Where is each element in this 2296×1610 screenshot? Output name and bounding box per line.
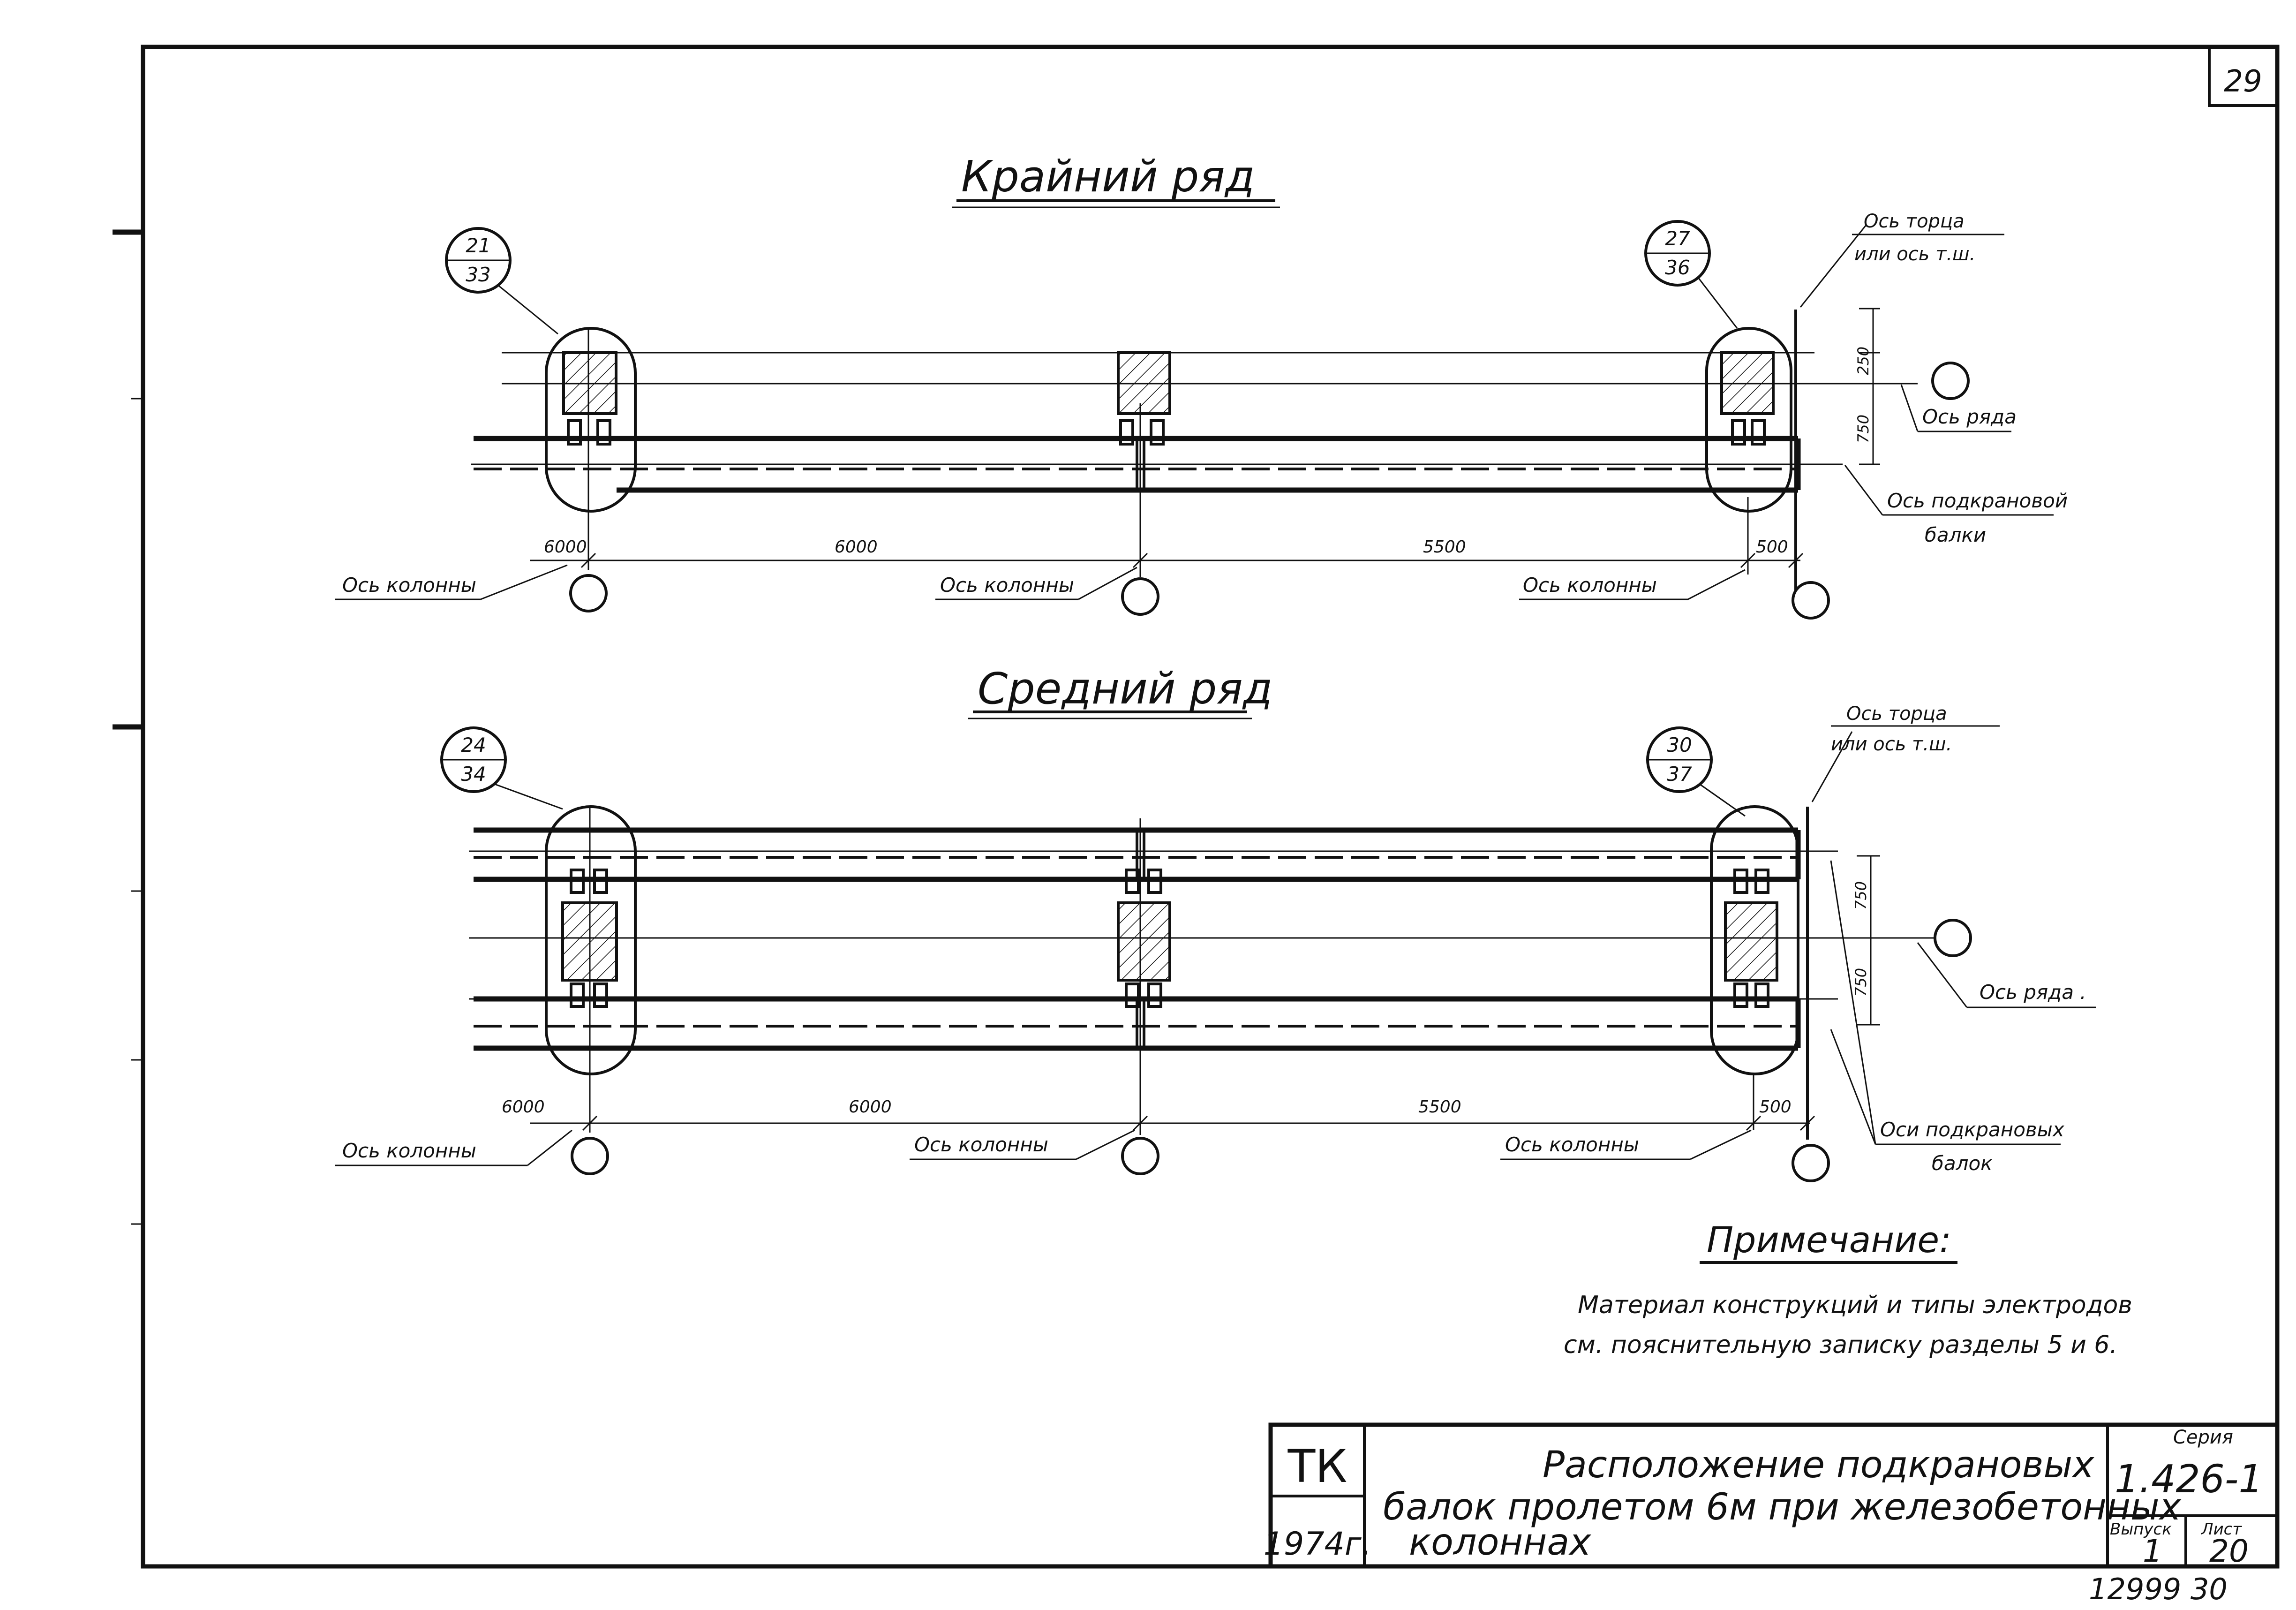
svg-text:Ось ряда: Ось ряда bbox=[1922, 405, 2017, 428]
label-end-axis: Ось торца или ось т.ш. bbox=[1852, 211, 2004, 265]
svg-text:балок: балок bbox=[1932, 1152, 1993, 1175]
label-row-axis: Ось ряда bbox=[1900, 384, 2017, 432]
middle-row-drawing: Средний ряд bbox=[335, 664, 2096, 1182]
svg-text:30: 30 bbox=[1667, 733, 1692, 756]
dim-6000: 6000 bbox=[849, 1097, 892, 1117]
series-value: 1.426-1 bbox=[2115, 1457, 2263, 1502]
svg-text:или ось т.ш.: или ось т.ш. bbox=[1854, 243, 1975, 265]
sheet-label: Лист bbox=[2200, 1520, 2242, 1539]
label-column-axis-2: Ось колонны bbox=[935, 567, 1137, 600]
dim-6000-left: 6000 bbox=[544, 537, 587, 557]
label-beam-axis: Ось подкрановой балки bbox=[1844, 465, 2068, 546]
callout-21-33: 21 33 bbox=[445, 227, 558, 335]
dim-500: 500 bbox=[1756, 537, 1788, 557]
svg-text:балки: балки bbox=[1925, 523, 1986, 546]
edge-row-drawing: Крайний ряд bbox=[335, 151, 2068, 620]
dim-750-top: 750 bbox=[1852, 881, 1870, 910]
svg-text:Ось колонны: Ось колонны bbox=[342, 1139, 476, 1162]
dim-5500: 5500 bbox=[1418, 1097, 1461, 1117]
label-column-axis-2: Ось колонны bbox=[910, 1129, 1135, 1160]
svg-text:34: 34 bbox=[461, 763, 486, 786]
note-line-2: см. пояснительную записку разделы 5 и 6. bbox=[1564, 1331, 2117, 1359]
year: 1974г. bbox=[1264, 1526, 1371, 1563]
svg-text:Ось ряда .: Ось ряда . bbox=[1980, 981, 2086, 1004]
label-column-axis-1: Ось колонны bbox=[335, 1129, 572, 1166]
middle-row-title: Средний ряд bbox=[978, 664, 1272, 714]
label-column-axis-3: Ось колонны bbox=[1519, 569, 1746, 600]
svg-text:27: 27 bbox=[1665, 227, 1690, 250]
svg-text:Ось колонны: Ось колонны bbox=[1523, 574, 1657, 597]
svg-text:37: 37 bbox=[1667, 763, 1692, 786]
edge-row-title: Крайний ряд bbox=[961, 151, 1255, 202]
dim-6000: 6000 bbox=[835, 537, 878, 557]
svg-text:Ось торца: Ось торца bbox=[1864, 211, 1965, 232]
svg-text:Ось колонны: Ось колонны bbox=[914, 1133, 1048, 1156]
org-code: ТК bbox=[1287, 1440, 1347, 1493]
label-column-axis-1: Ось колонны bbox=[335, 564, 568, 600]
note: Примечание: Материал конструкций и типы … bbox=[1564, 1219, 2132, 1359]
svg-text:Ось подкрановой: Ось подкрановой bbox=[1887, 489, 2068, 512]
label-column-axis-3: Ось колонны bbox=[1500, 1129, 1752, 1160]
page-number: 29 bbox=[2224, 64, 2262, 99]
svg-text:Ось торца: Ось торца bbox=[1846, 703, 1947, 725]
dim-5500: 5500 bbox=[1423, 537, 1466, 557]
dim-6000-left: 6000 bbox=[502, 1097, 545, 1117]
svg-text:Ось колонны: Ось колонны bbox=[940, 574, 1074, 597]
svg-text:Ось колонны: Ось колонны bbox=[1505, 1133, 1639, 1156]
title-line-2: балок пролетом 6м при железобетонных bbox=[1383, 1486, 2182, 1528]
drawing-frame bbox=[113, 45, 2280, 1569]
label-beam-axes: Оси подкрановых балок bbox=[1830, 860, 2065, 1175]
issue-value: 1 bbox=[2143, 1533, 2162, 1569]
label-row-axis: Ось ряда . bbox=[1917, 942, 2096, 1008]
dim-750-bottom: 750 bbox=[1852, 968, 1870, 997]
svg-text:21: 21 bbox=[466, 234, 490, 257]
svg-text:24: 24 bbox=[461, 733, 486, 756]
svg-text:или ось т.ш.: или ось т.ш. bbox=[1831, 733, 1952, 755]
bottom-code: 12999 30 bbox=[2089, 1572, 2228, 1606]
note-title: Примечание: bbox=[1707, 1219, 1951, 1261]
callout-27-36: 27 36 bbox=[1644, 220, 1738, 329]
issue-label: Выпуск bbox=[2110, 1520, 2172, 1539]
label-end-axis: Ось торца или ось т.ш. bbox=[1831, 703, 2000, 755]
title-line-3: колоннах bbox=[1409, 1521, 1591, 1564]
dim-750: 750 bbox=[1854, 415, 1872, 443]
title-line-1: Расположение подкрановых bbox=[1543, 1444, 2094, 1486]
svg-text:Ось колонны: Ось колонны bbox=[342, 574, 476, 597]
callout-30-37: 30 37 bbox=[1646, 726, 1746, 817]
svg-text:33: 33 bbox=[466, 263, 490, 286]
sheet-value: 20 bbox=[2209, 1533, 2249, 1569]
title-block: ТК 1974г. Расположение подкрановых балок… bbox=[1264, 1422, 2280, 1569]
dim-500: 500 bbox=[1759, 1097, 1792, 1117]
series-label: Серия bbox=[2173, 1427, 2233, 1448]
callout-24-34: 24 34 bbox=[440, 726, 563, 810]
dim-250: 250 bbox=[1854, 347, 1872, 375]
svg-text:36: 36 bbox=[1665, 256, 1690, 279]
note-line-1: Материал конструкций и типы электродов bbox=[1578, 1291, 2132, 1319]
svg-text:Оси подкрановых: Оси подкрановых bbox=[1880, 1118, 2065, 1141]
